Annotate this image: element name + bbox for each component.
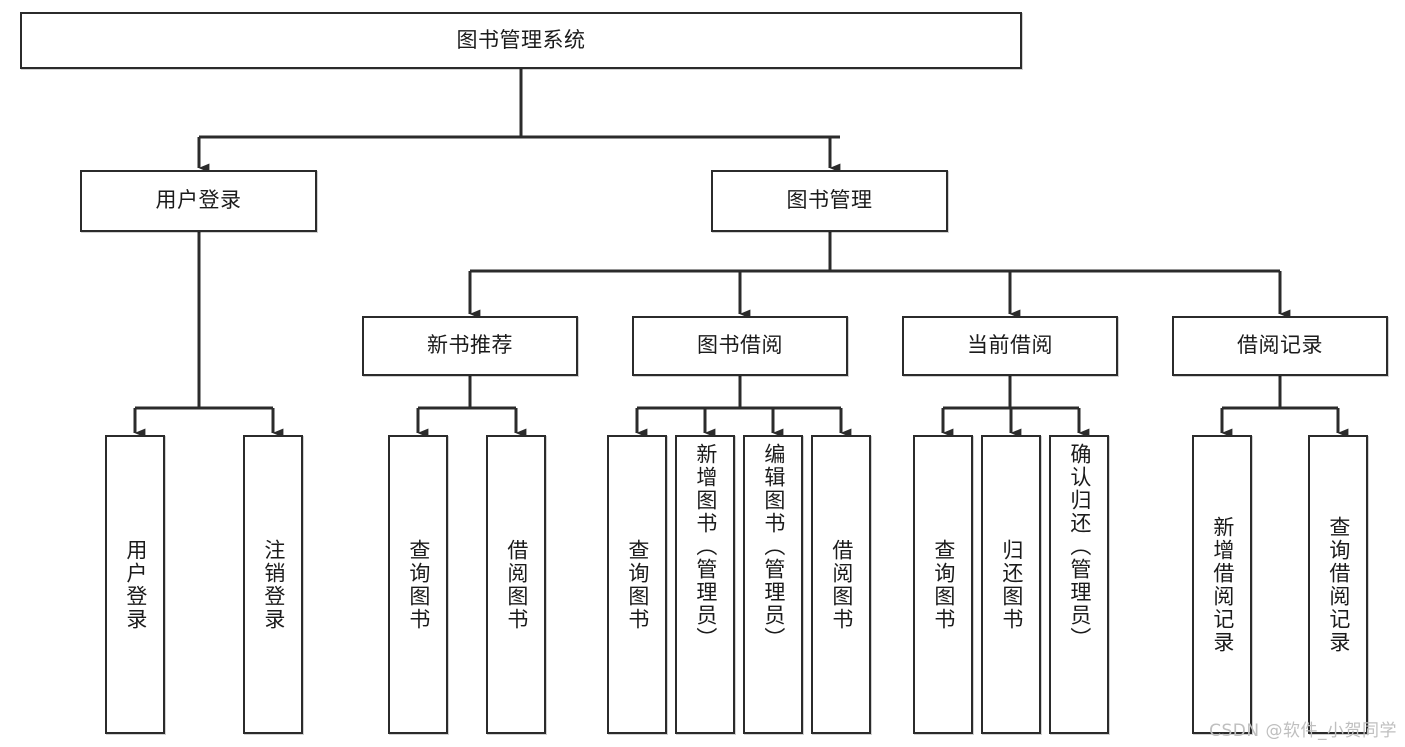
node-leaf-add-book[interactable]: 新增图书（管理员） xyxy=(675,435,735,734)
node-leaf-logout-label: 注销登录 xyxy=(261,538,286,631)
node-leaf-borrow-book-1[interactable]: 借阅图书 xyxy=(486,435,546,734)
node-leaf-query-book-1-label: 查询图书 xyxy=(406,538,431,631)
node-leaf-add-record-label: 新增借阅记录 xyxy=(1210,515,1235,654)
node-leaf-return-book-label: 归还图书 xyxy=(999,538,1024,631)
node-leaf-borrow-book-1-label: 借阅图书 xyxy=(504,538,529,631)
node-user-login[interactable]: 用户登录 xyxy=(80,170,317,232)
node-book-manage-label: 图书管理 xyxy=(786,188,873,213)
node-new-book-rec[interactable]: 新书推荐 xyxy=(362,316,578,376)
node-leaf-query-record-label: 查询借阅记录 xyxy=(1326,515,1351,654)
node-book-borrow-label: 图书借阅 xyxy=(697,333,783,358)
node-current-borrow-label: 当前借阅 xyxy=(967,333,1053,358)
node-leaf-add-book-label: 新增图书（管理员） xyxy=(693,443,718,650)
node-leaf-user-login-label: 用户登录 xyxy=(123,538,148,631)
node-new-book-rec-label: 新书推荐 xyxy=(427,333,513,358)
node-leaf-borrow-book-2-label: 借阅图书 xyxy=(829,538,854,631)
node-leaf-query-book-3[interactable]: 查询图书 xyxy=(913,435,973,734)
node-leaf-edit-book-label: 编辑图书（管理员） xyxy=(761,443,786,650)
node-leaf-query-book-1[interactable]: 查询图书 xyxy=(388,435,448,734)
node-leaf-query-book-3-label: 查询图书 xyxy=(931,538,956,631)
node-leaf-return-book[interactable]: 归还图书 xyxy=(981,435,1041,734)
node-leaf-edit-book[interactable]: 编辑图书（管理员） xyxy=(743,435,803,734)
node-user-login-label: 用户登录 xyxy=(155,188,242,213)
node-book-borrow[interactable]: 图书借阅 xyxy=(632,316,848,376)
node-book-manage[interactable]: 图书管理 xyxy=(711,170,948,232)
node-leaf-confirm-return-label: 确认归还（管理员） xyxy=(1067,443,1092,650)
node-leaf-query-record[interactable]: 查询借阅记录 xyxy=(1308,435,1368,734)
node-leaf-add-record[interactable]: 新增借阅记录 xyxy=(1192,435,1252,734)
node-leaf-confirm-return[interactable]: 确认归还（管理员） xyxy=(1049,435,1109,734)
node-leaf-query-book-2-label: 查询图书 xyxy=(625,538,650,631)
node-borrow-record-label: 借阅记录 xyxy=(1237,333,1323,358)
node-leaf-user-login[interactable]: 用户登录 xyxy=(105,435,165,734)
node-root-label: 图书管理系统 xyxy=(456,27,586,52)
node-leaf-borrow-book-2[interactable]: 借阅图书 xyxy=(811,435,871,734)
node-root-system[interactable]: 图书管理系统 xyxy=(20,12,1022,69)
node-current-borrow[interactable]: 当前借阅 xyxy=(902,316,1118,376)
node-leaf-logout[interactable]: 注销登录 xyxy=(243,435,303,734)
node-leaf-query-book-2[interactable]: 查询图书 xyxy=(607,435,667,734)
node-borrow-record[interactable]: 借阅记录 xyxy=(1172,316,1388,376)
